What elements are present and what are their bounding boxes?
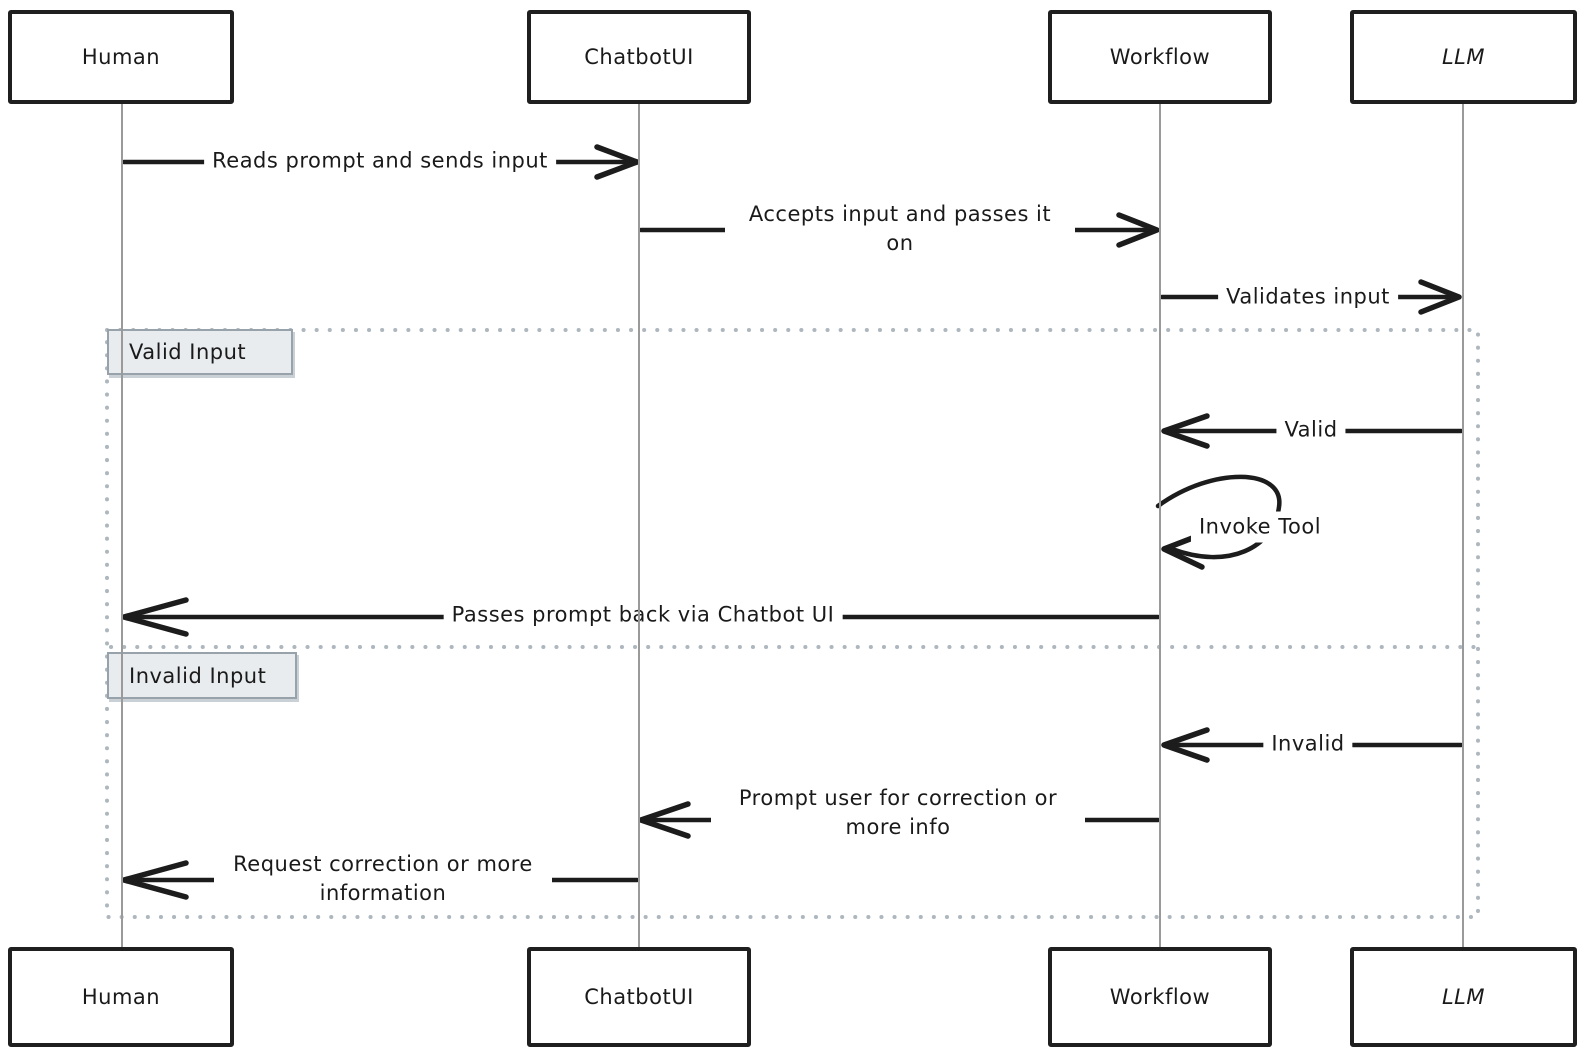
- actor-box-chatbotui-bottom: ChatbotUI: [527, 947, 751, 1047]
- message-label-validates-input: Validates input: [1218, 281, 1398, 313]
- arrowhead-right-reads-prompt: [594, 144, 640, 180]
- actor-box-chatbotui-top: ChatbotUI: [527, 10, 751, 104]
- message-label-valid: Valid: [1276, 414, 1346, 446]
- actor-label-human-top: Human: [81, 45, 161, 69]
- actor-label-workflow-bottom: Workflow: [1109, 985, 1211, 1009]
- alt-tab-valid-input-label: Valid Input: [129, 340, 247, 364]
- arrowhead-left-valid: [1161, 413, 1210, 449]
- alt-tab-invalid-input-label: Invalid Input: [129, 663, 267, 688]
- alt-tab-invalid-input: Invalid Input: [107, 652, 297, 699]
- actor-label-llm-bottom: LLM: [1441, 985, 1486, 1009]
- message-label-passes-prompt-back: Passes prompt back via Chatbot UI: [443, 599, 843, 631]
- actor-box-llm-bottom: LLM: [1350, 947, 1577, 1047]
- actor-label-workflow-top: Workflow: [1109, 45, 1211, 69]
- arrowhead-left-passes-prompt-back: [121, 597, 189, 637]
- actor-label-chatbotui-bottom: ChatbotUI: [584, 985, 694, 1009]
- actor-label-human-bottom: Human: [81, 985, 161, 1009]
- message-label-invoke-tool: Invoke Tool: [1190, 511, 1330, 543]
- actor-box-workflow-top: Workflow: [1048, 10, 1272, 104]
- message-label-invalid: Invalid: [1263, 728, 1353, 760]
- message-label-reads-prompt: Reads prompt and sends input: [204, 145, 556, 177]
- alt-tab-valid-input: Valid Input: [107, 329, 293, 375]
- message-label-prompt-user: Prompt user for correction or more info: [711, 783, 1085, 843]
- actor-box-llm-top: LLM: [1350, 10, 1577, 104]
- message-label-accepts-input: Accepts input and passes it on: [725, 199, 1075, 259]
- actor-box-human-top: Human: [8, 10, 234, 104]
- actor-label-chatbotui-top: ChatbotUI: [584, 45, 694, 69]
- arrowhead-left-request-correction: [121, 860, 189, 900]
- arrowhead-right-accepts-input: [1116, 212, 1160, 248]
- message-label-request-correction: Request correction or more information: [214, 849, 552, 909]
- arrowhead-left-prompt-user: [638, 801, 691, 839]
- arrowhead-left-invalid: [1161, 727, 1210, 763]
- actor-box-workflow-bottom: Workflow: [1048, 947, 1272, 1047]
- arrowhead-right-validates-input: [1418, 279, 1462, 315]
- actor-box-human-bottom: Human: [8, 947, 234, 1047]
- actor-label-llm-top: LLM: [1441, 45, 1486, 69]
